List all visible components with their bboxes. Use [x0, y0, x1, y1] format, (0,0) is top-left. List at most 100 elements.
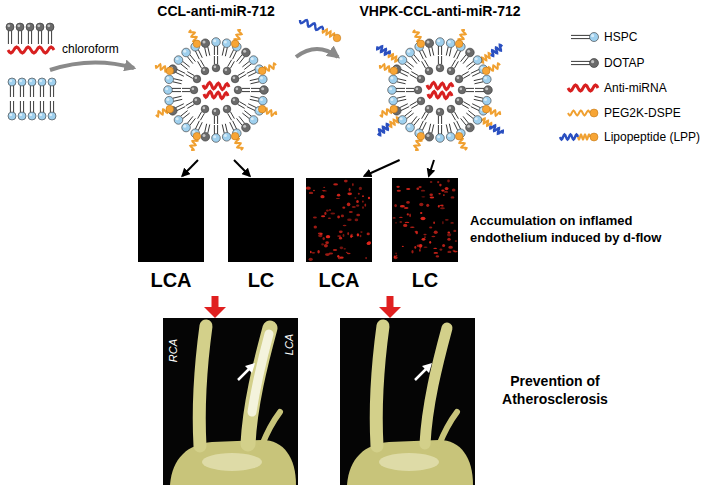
- liposome-drawing: [140, 2, 292, 158]
- lipid-head: [455, 97, 463, 105]
- signal-dot: [405, 222, 410, 223]
- lipid-tail: [474, 96, 483, 98]
- signal-dot: [420, 212, 422, 214]
- lipid-head: [26, 23, 34, 31]
- lipid-tail: [397, 82, 406, 84]
- result-note: Accumulation on inflamed endothelium ind…: [470, 212, 710, 246]
- panel-label: LCA: [138, 268, 204, 292]
- peg-chain: [389, 117, 399, 127]
- signal-dot: [429, 194, 433, 196]
- head-highlight: [261, 87, 264, 90]
- signal-dot: [455, 240, 457, 242]
- lipopeptide-chain: [490, 125, 503, 133]
- lipid-tail: [571, 38, 590, 39]
- lipid-head: [222, 132, 231, 141]
- liposome-drawing: [342, 2, 538, 158]
- lipid-head: [223, 105, 231, 113]
- signal-dot: [347, 232, 349, 235]
- red-arrow: [379, 307, 401, 318]
- lipid-head: [446, 39, 455, 48]
- head-highlight: [225, 68, 228, 71]
- head-highlight: [29, 113, 32, 116]
- head-highlight: [183, 125, 186, 128]
- lipid-tail: [217, 56, 218, 64]
- signal-dot: [337, 235, 341, 237]
- signal-dot: [437, 181, 439, 183]
- lipid-tail: [53, 86, 54, 97]
- head-highlight: [203, 68, 206, 71]
- lipid-head: [182, 123, 191, 132]
- peg-anchor: [390, 67, 398, 75]
- lipid-tail: [238, 104, 245, 108]
- lipid-head: [223, 67, 231, 75]
- lipid-head: [260, 86, 269, 95]
- lipid-head: [190, 86, 198, 94]
- signal-dot: [311, 252, 315, 253]
- lipid-head: [212, 38, 221, 47]
- lipid-tail: [51, 31, 52, 44]
- signal-dot: [309, 192, 313, 194]
- signal-dot: [429, 227, 432, 229]
- signal-dot: [318, 233, 323, 235]
- signal-dot: [438, 205, 440, 208]
- lipid-tail: [239, 57, 245, 64]
- lipid-tail: [441, 56, 442, 64]
- lipid-head: [46, 23, 54, 31]
- lipid-tail: [446, 47, 448, 56]
- signal-dot: [430, 181, 433, 183]
- signal-dot: [346, 252, 348, 253]
- lipid-tail: [173, 82, 182, 84]
- head-highlight: [9, 79, 12, 82]
- peg-anchor: [258, 105, 266, 113]
- lipid-head: [182, 48, 191, 57]
- lipid-head: [8, 112, 16, 120]
- lipid-tail: [214, 125, 215, 134]
- fluorescence-signal: [306, 178, 372, 262]
- signal-dot: [441, 190, 444, 192]
- head-highlight: [176, 117, 179, 120]
- lipid-tail: [217, 125, 218, 134]
- head-highlight: [400, 117, 403, 120]
- signal-dot: [323, 237, 325, 240]
- signal-dot: [445, 187, 449, 190]
- signal-dot: [440, 207, 445, 209]
- lipid-tail: [30, 101, 31, 112]
- signal-dot: [367, 242, 371, 245]
- anti-mirna: [428, 92, 452, 99]
- lipid-tail: [50, 101, 51, 112]
- signal-dot: [343, 248, 346, 249]
- lca-vessel: [425, 328, 447, 444]
- lipid-tail: [200, 113, 204, 120]
- signal-dot: [395, 252, 397, 254]
- signal-dot: [350, 234, 353, 235]
- lipid-head: [242, 123, 251, 132]
- head-highlight: [27, 24, 30, 27]
- head-highlight: [224, 134, 227, 137]
- head-highlight: [484, 98, 487, 101]
- signal-dot: [323, 187, 325, 188]
- signal-dot: [341, 215, 344, 218]
- lipid-head: [242, 48, 251, 57]
- lipopeptide-chain: [377, 46, 390, 54]
- head-highlight: [194, 77, 197, 80]
- lipid-tail: [438, 56, 439, 64]
- micrograph-panel: LC: [228, 178, 294, 292]
- photo-ground: [163, 318, 298, 485]
- lipid-head: [466, 48, 475, 57]
- signal-dot: [394, 204, 397, 207]
- peg-anchor: [390, 105, 398, 113]
- head-highlight: [460, 88, 463, 91]
- lipid-tail: [50, 86, 51, 97]
- lca-vessel: [248, 328, 270, 444]
- peg-anchor: [166, 67, 174, 75]
- head-highlight: [49, 113, 52, 116]
- lipid-tail: [405, 111, 412, 117]
- lipid-head: [231, 97, 239, 105]
- lipid-tail: [183, 61, 190, 67]
- lipid-head: [482, 75, 491, 84]
- lipid-tail: [186, 102, 193, 106]
- lipid-tail: [182, 91, 190, 92]
- lipid-tail: [475, 91, 484, 92]
- signal-dot: [329, 209, 331, 211]
- lipid-tail: [217, 116, 218, 124]
